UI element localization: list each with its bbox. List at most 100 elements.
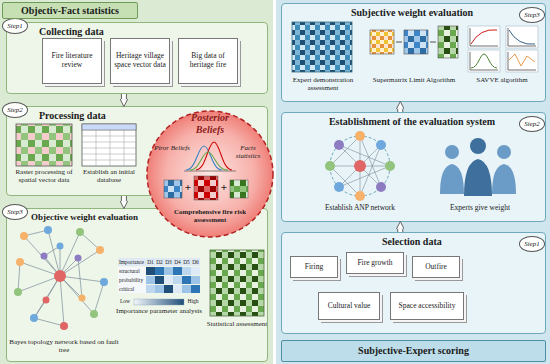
statistics-heatmap [210, 250, 264, 316]
bayes-network [41, 253, 48, 260]
data-card: Cultural value [318, 292, 380, 320]
belief-curves [190, 152, 228, 170]
circle-label: Comprehensive fire risk assessment [166, 208, 254, 224]
importance-table [182, 276, 191, 284]
step-badge: Step1 [2, 18, 28, 34]
card-label: Fire literature review [45, 52, 99, 69]
expert-figures [492, 164, 516, 194]
importance-table [164, 285, 173, 293]
anp-network [330, 136, 390, 196]
data-card: Space accessibility [390, 292, 464, 320]
anp-network [354, 160, 366, 172]
importance-table [182, 267, 191, 275]
anp-network [325, 161, 335, 171]
table-cell: High [184, 297, 202, 305]
table-cell: structural [118, 267, 146, 275]
data-card: Fire growth [346, 252, 404, 274]
database-table [82, 124, 136, 166]
supermatrix-figure [438, 26, 458, 58]
savve-plots [509, 30, 535, 44]
importance-table [182, 285, 191, 293]
fusion-circle: Posterior BeliefsPiror BeliefsFacts stat… [144, 108, 276, 240]
importance-table [118, 258, 200, 305]
savve-plots [506, 26, 538, 48]
data-card: Heritage village space vector data [110, 38, 170, 84]
importance-table [155, 276, 164, 284]
importance-table [146, 276, 155, 284]
card-label: Outfire [425, 263, 447, 272]
anp-network [385, 161, 395, 171]
importance-table [191, 267, 200, 275]
raster-image [16, 124, 72, 166]
mini-heatmaps [230, 180, 248, 198]
table-cell: critical [118, 285, 146, 293]
bayes-network [75, 255, 82, 262]
expert-heatmap [292, 22, 352, 72]
anp-network [376, 140, 386, 150]
bayes-network [79, 295, 86, 302]
data-card: Big data of heritage fire [178, 38, 238, 84]
step-badge: Step2 [2, 102, 28, 118]
step-label: Step2 [524, 120, 540, 128]
data-card: Fire literature review [42, 38, 102, 84]
data-card: Firing [290, 256, 338, 278]
mini-heatmaps [194, 176, 218, 200]
importance-table [146, 267, 155, 275]
importance-table [118, 267, 146, 293]
box-title: Objective weight evaluation [31, 212, 138, 222]
savve-plots [471, 30, 497, 44]
step-label: Step1 [7, 22, 23, 30]
step-box: Selection data Step1Firing Fire growth Outf… [281, 232, 546, 334]
bayes-network [30, 314, 38, 322]
savve-plots [509, 54, 535, 66]
bayes-network [90, 310, 98, 318]
importance-table [164, 267, 173, 275]
statistics-heatmap [210, 250, 264, 316]
bayes-network [57, 243, 64, 250]
box-title: Collecting data [39, 26, 104, 38]
savve-plots [470, 28, 536, 70]
importance-table [173, 267, 182, 275]
database-table [82, 124, 136, 130]
step-label: Step2 [7, 106, 23, 114]
step-label: Step3 [7, 208, 23, 216]
raster-image [16, 124, 72, 166]
card-label: Fire growth [357, 259, 392, 268]
expert-figures [445, 145, 459, 159]
image-caption: Importance parameter analysis [112, 307, 206, 315]
plus-sign: + [183, 181, 193, 194]
savve-plots [471, 54, 497, 68]
box-title: Selection data [382, 236, 442, 248]
importance-table [155, 267, 164, 275]
table-cell: probability [118, 276, 146, 284]
card-label: Firing [305, 263, 323, 272]
box-title: Establishment of the evaluation system [312, 116, 512, 128]
belief-curves [184, 142, 236, 171]
bayes-network [14, 226, 108, 330]
expert-figures [440, 164, 464, 194]
card-label: Space accessibility [399, 302, 456, 311]
anp-network [334, 140, 344, 150]
image-caption: Bayes topology network based on fault tr… [8, 338, 120, 354]
expert-figures [497, 145, 511, 159]
image-caption: Raster processing of spatial vector data [8, 168, 80, 184]
savve-plots [468, 26, 538, 72]
mini-heatmaps [164, 176, 248, 200]
image-caption: Establish ANP network [305, 204, 415, 213]
savve-plots [468, 50, 500, 72]
anp-network [355, 131, 365, 141]
database-table [82, 124, 136, 166]
importance-table [134, 299, 184, 305]
importance-table [146, 285, 155, 293]
circle-label: Piror Beliefs [154, 144, 190, 152]
step-label: Step1 [524, 240, 540, 248]
table-cell: D3 [164, 258, 173, 266]
step-badge: Step3 [2, 204, 28, 220]
importance-table [173, 285, 182, 293]
box-title: Subjective weight evaluation [312, 7, 512, 19]
bayes-network [14, 288, 22, 296]
image-caption: Supermatrix Limit Algorithm [366, 76, 462, 84]
anp-network [325, 131, 395, 201]
importance-table [191, 285, 200, 293]
table-cell: Importance [118, 258, 146, 266]
